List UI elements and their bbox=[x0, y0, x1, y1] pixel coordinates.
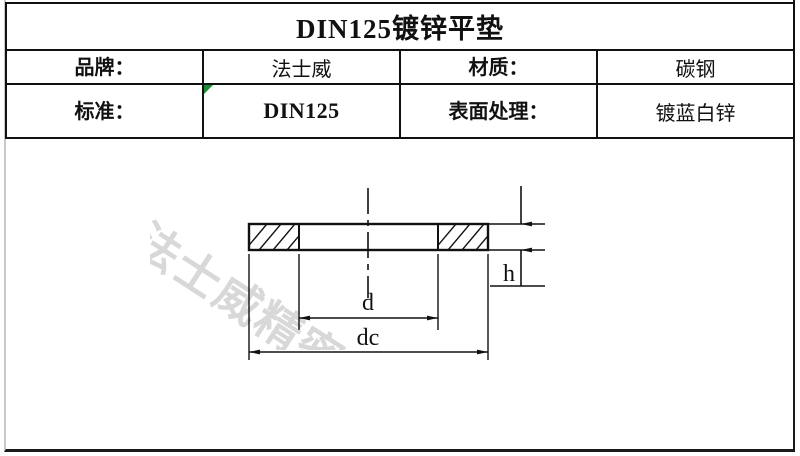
dimension-d: d bbox=[299, 290, 438, 321]
value-brand: 法士威 bbox=[202, 49, 401, 85]
value-material: 碳钢 bbox=[596, 49, 795, 85]
watermark-text: 法士威精密零件有限公司 bbox=[150, 205, 601, 350]
value-standard: DIN125 bbox=[263, 98, 340, 123]
dimension-h bbox=[488, 186, 545, 287]
washer-section-outline bbox=[247, 222, 490, 252]
page-title: DIN125镀锌平垫 bbox=[5, 2, 795, 51]
watermark: 法士威精密零件有限公司 bbox=[150, 120, 710, 350]
label-standard: 标准： bbox=[5, 83, 204, 139]
dimension-dc: dc bbox=[249, 325, 488, 355]
dimension-d-label: d bbox=[362, 290, 374, 316]
label-material: 材质： bbox=[399, 49, 598, 85]
table-row-title: DIN125镀锌平垫 bbox=[5, 2, 795, 51]
label-surface-treatment: 表面处理： bbox=[399, 83, 598, 139]
hatching-left bbox=[249, 224, 299, 250]
comment-marker-icon bbox=[204, 85, 213, 94]
label-brand: 品牌： bbox=[5, 49, 204, 85]
hatching-right bbox=[438, 224, 488, 250]
dimension-h-label: h bbox=[503, 261, 515, 287]
extension-lines bbox=[248, 254, 489, 360]
cell-standard-value: DIN125 bbox=[202, 83, 401, 139]
dimension-dc-label: dc bbox=[357, 325, 380, 351]
spec-table: DIN125镀锌平垫 品牌： 法士威 材质： 碳钢 标准： DIN125 表面处… bbox=[5, 2, 795, 139]
value-surface-treatment: 镀蓝白锌 bbox=[596, 83, 795, 139]
table-row: 品牌： 法士威 材质： 碳钢 bbox=[5, 49, 795, 85]
table-row: 标准： DIN125 表面处理： 镀蓝白锌 bbox=[5, 83, 795, 139]
